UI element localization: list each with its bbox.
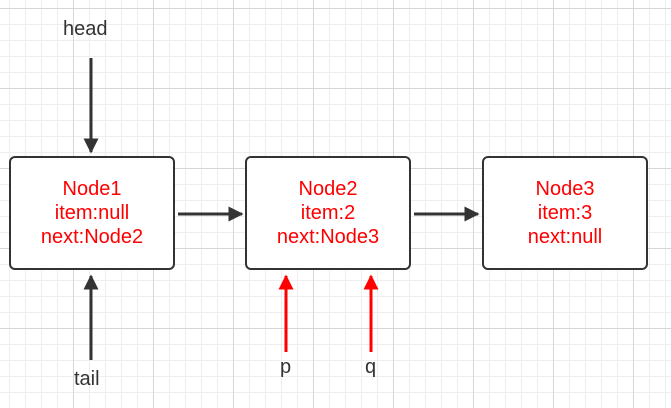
node2-box: Node2 item:2 next:Node3 bbox=[245, 156, 411, 270]
node3-name: Node3 bbox=[535, 178, 595, 200]
node2-item: item:2 bbox=[300, 202, 356, 224]
head-label: head bbox=[63, 18, 108, 40]
p-label: p bbox=[280, 356, 292, 378]
node1-next: next:Node2 bbox=[40, 226, 144, 248]
node1-item: item:null bbox=[54, 202, 130, 224]
q-label: q bbox=[365, 356, 377, 378]
node3-item: item:3 bbox=[537, 202, 593, 224]
node2-next: next:Node3 bbox=[276, 226, 380, 248]
node1-name: Node1 bbox=[62, 178, 122, 200]
node2-name: Node2 bbox=[298, 178, 358, 200]
node3-next: next:null bbox=[527, 226, 603, 248]
node1-box: Node1 item:null next:Node2 bbox=[9, 156, 175, 270]
tail-label: tail bbox=[74, 368, 100, 390]
node3-box: Node3 item:3 next:null bbox=[482, 156, 648, 270]
